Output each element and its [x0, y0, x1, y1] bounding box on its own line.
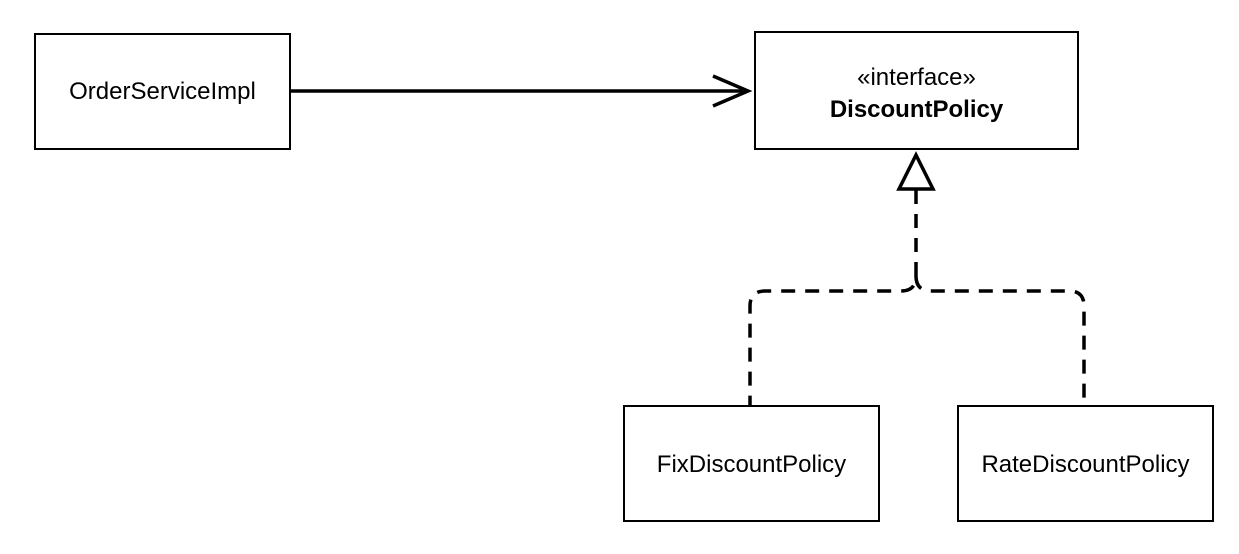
realization-line-rate — [914, 275, 1086, 405]
order-service-impl-box[interactable] — [34, 33, 291, 150]
hollow-triangle-arrowhead-icon — [896, 151, 936, 191]
order-service-impl-label: OrderServiceImpl — [69, 78, 256, 105]
rate-discount-policy-node[interactable]: RateDiscountPolicy — [957, 405, 1214, 522]
discount-policy-stereotype: «interface» — [857, 64, 976, 91]
realization-edges — [748, 151, 1086, 405]
fix-discount-policy-label: FixDiscountPolicy — [657, 451, 846, 478]
fix-discount-policy-box[interactable] — [623, 405, 880, 522]
discount-policy-box[interactable] — [754, 31, 1079, 150]
fix-discount-policy-node[interactable]: FixDiscountPolicy — [623, 405, 880, 522]
dependency-edge — [291, 74, 753, 108]
discount-policy-name: DiscountPolicy — [830, 96, 1004, 123]
rate-discount-policy-box[interactable] — [957, 405, 1214, 522]
realization-line-fix — [748, 190, 918, 405]
discount-policy-node[interactable]: «interface» DiscountPolicy — [754, 31, 1079, 150]
open-arrowhead-icon — [712, 74, 753, 108]
rate-discount-policy-label: RateDiscountPolicy — [981, 451, 1189, 478]
order-service-impl-node[interactable]: OrderServiceImpl — [34, 33, 291, 150]
